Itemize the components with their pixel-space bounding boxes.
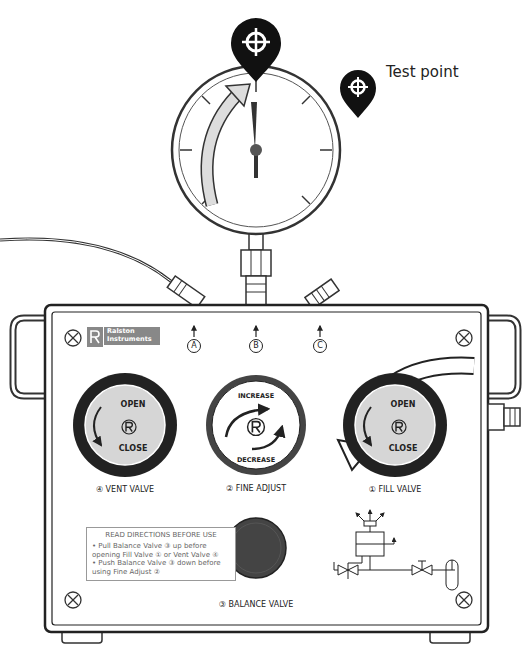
knob-outline	[190, 373, 322, 498]
directions-note: • Pull Balance Valve ③ up before opening…	[92, 542, 230, 560]
brand-logo: Ralston Instruments	[104, 327, 160, 345]
knob-marking: CLOSE	[389, 445, 418, 454]
knob-marking: INCREASE	[238, 393, 274, 400]
directions-note: • Push Balance Valve ③ down before using…	[92, 559, 230, 577]
directions-box: READ DIRECTIONS BEFORE USE • Pull Balance…	[86, 527, 236, 581]
knob-outline	[335, 369, 455, 499]
part-label: ① FILL VALVE	[369, 486, 422, 495]
fine-adjust-knob: INCREASE DECREASE ② FINE ADJUST	[190, 373, 322, 498]
part-label: ④ VENT VALVE	[96, 486, 154, 495]
knob-marking: DECREASE	[237, 457, 275, 464]
port-letter: C	[313, 339, 327, 353]
knob-marking: OPEN	[121, 401, 146, 410]
part-label: ② FINE ADJUST	[226, 485, 286, 494]
part-label: ③ BALANCE VALVE	[219, 601, 294, 610]
valve-knob: OPEN CLOSE ① FILL VALVE	[335, 369, 455, 499]
knob-outline	[65, 369, 185, 499]
port-letter: A	[187, 339, 201, 353]
legend-label: Test point	[386, 63, 459, 81]
port-letter: B	[249, 339, 263, 353]
directions-heading: READ DIRECTIONS BEFORE USE	[92, 531, 230, 540]
knob-marking: CLOSE	[119, 445, 148, 454]
knob-marking: OPEN	[391, 401, 416, 410]
valve-knob: OPEN CLOSE ④ VENT VALVE	[65, 369, 185, 499]
